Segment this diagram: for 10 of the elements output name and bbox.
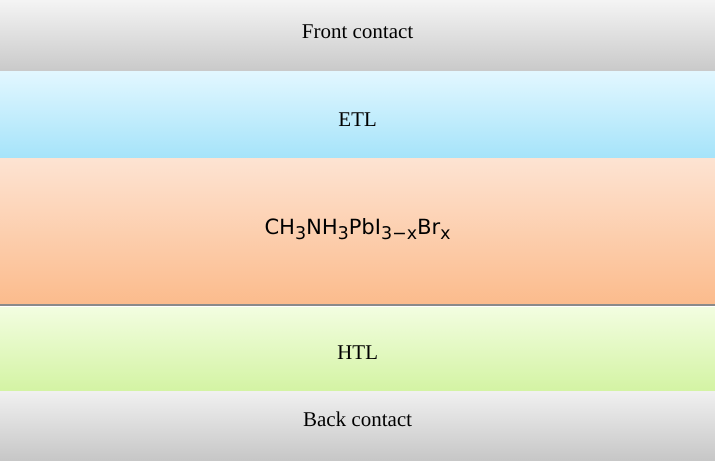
- layer-label: ETL: [338, 107, 377, 132]
- layer-band: [0, 0, 715, 71]
- layer-label: CH$_{3}$NH$_{3}$PbI$_{3−x}$Br$_{x}$: [264, 215, 450, 244]
- layer-band: [0, 391, 715, 461]
- layer-band: [0, 158, 715, 306]
- layer-label: Back contact: [302, 407, 412, 432]
- layer-label: HTL: [337, 340, 378, 365]
- layer-band: [0, 71, 715, 158]
- layer-label: Front contact: [302, 19, 414, 44]
- layer-band: [0, 307, 715, 391]
